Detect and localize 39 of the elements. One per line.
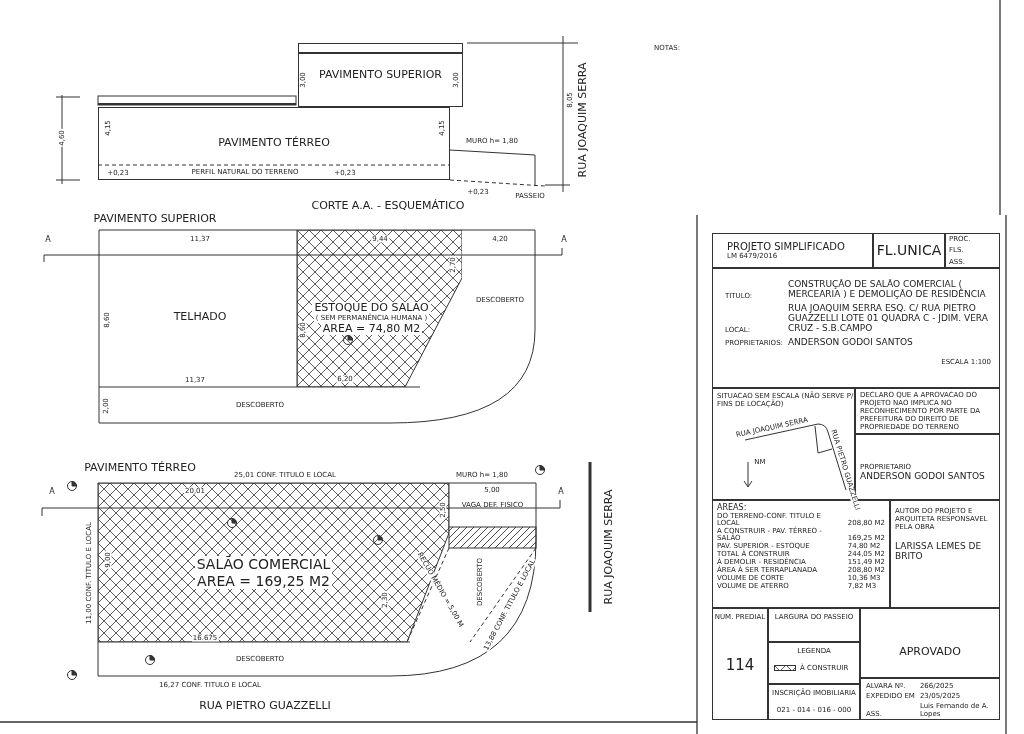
title-cell bbox=[768, 684, 860, 720]
section-title: CORTE A.A. - ESQUEMÁTICO bbox=[310, 199, 466, 211]
legend-cell bbox=[768, 642, 860, 684]
street-name: RUA JOAQUIM SERRA bbox=[602, 488, 614, 606]
title-cell bbox=[855, 388, 1000, 434]
room-name: TELHADO bbox=[173, 310, 227, 324]
building-number: 114 bbox=[725, 657, 755, 675]
street-name: RUA PIETRO GUAZZELLI bbox=[198, 699, 332, 711]
approval-text: APROVADO bbox=[899, 645, 961, 659]
floor-section bbox=[298, 43, 463, 107]
room-name: PAVIMENTO TÉRREO bbox=[218, 137, 330, 150]
section-marker: A bbox=[560, 236, 568, 244]
approval-stamp bbox=[860, 608, 1000, 678]
owner-name: ANDERSON GODOI SANTOS bbox=[787, 336, 914, 348]
title-cell bbox=[873, 233, 945, 268]
room-name: PAVIMENTO SUPERIOR bbox=[319, 68, 442, 82]
street-name: RUA JOAQUIM SERRA bbox=[576, 61, 588, 179]
title-cell bbox=[712, 608, 768, 720]
hatched-room bbox=[297, 230, 462, 387]
owner-name: ANDERSON GODOI SANTOS bbox=[860, 470, 985, 481]
title-cell bbox=[768, 608, 860, 642]
project-address: RUA JOAQUIM SERRA ESQ. C/ RUA PIETRO GUAZZELLI LOTE 01 QUADRA C - JDIM. VERA CRUZ - S.B.CAMPO bbox=[787, 302, 989, 334]
plan-title: PAVIMENTO TÉRREO bbox=[83, 461, 197, 473]
sheet-number: FL.UNICA bbox=[876, 242, 942, 259]
room-name: SALÃO COMERCIAL bbox=[194, 556, 333, 573]
section-marker: A bbox=[44, 236, 52, 244]
project-title: CONSTRUÇÃO DE SALÃO COMERCIAL ( MERCEARIA ) E DEMOLIÇÃO DE RESIDÊNCIA bbox=[787, 279, 987, 300]
title-cell bbox=[712, 268, 1000, 388]
title-cell bbox=[945, 233, 1000, 268]
title-cell bbox=[712, 233, 873, 268]
title-cell bbox=[860, 678, 1000, 720]
title-cell bbox=[890, 500, 1000, 608]
floor-section bbox=[98, 107, 450, 180]
project-type: PROJETO SIMPLIFICADO bbox=[727, 240, 845, 253]
hatched-room bbox=[98, 483, 449, 642]
section-marker: A bbox=[557, 488, 565, 496]
architect-name: LARISSA LEMES DE BRITO bbox=[895, 541, 983, 562]
plan-title: PAVIMENTO SUPERIOR bbox=[92, 212, 218, 224]
section-marker: A bbox=[48, 488, 56, 496]
